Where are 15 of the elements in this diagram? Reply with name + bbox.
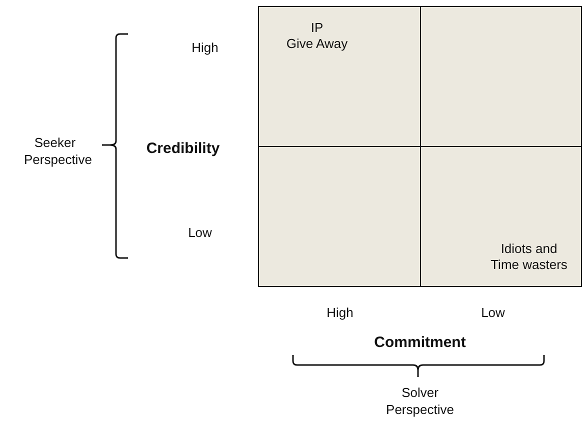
quadrant-label: IP [310, 20, 324, 36]
quadrant-box [258, 146, 421, 287]
axis-tick-label: High [326, 304, 354, 321]
axis-tick-label: High [190, 39, 220, 56]
quadrant-box [420, 6, 582, 147]
axis-tick-label: Low [480, 304, 506, 321]
axis-title: Solver Perspective [385, 384, 455, 418]
axis-title: Seeker Perspective [23, 134, 93, 168]
axis-title: Commitment [373, 334, 467, 351]
quadrant-box [258, 6, 421, 147]
quadrant-label: Give Away [286, 36, 348, 52]
axis-title: Credibility [145, 140, 221, 157]
quadrant-label: Idiots and Time wasters [490, 241, 568, 273]
axis-tick-label: Low [187, 224, 213, 241]
quadrant-box [420, 146, 582, 287]
